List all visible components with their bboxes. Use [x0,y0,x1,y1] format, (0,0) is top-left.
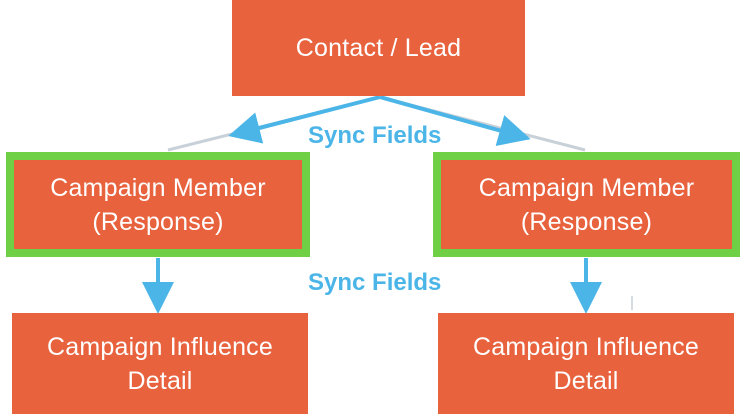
contact-lead-box: Contact / Lead [232,0,525,96]
left-campaign-influence-box: Campaign Influence Detail [12,313,308,414]
left-campaign-member-label: Campaign Member (Response) [50,173,266,236]
right-campaign-member-label: Campaign Member (Response) [478,173,695,236]
left-highlight-frame [6,152,310,257]
upper-sync-fields-label: Sync Fields [308,122,442,149]
right-campaign-influence-label: Campaign Influence Detail [473,332,699,395]
lower-sync-fields-label: Sync Fields [308,269,442,296]
right-highlight-frame [433,152,740,257]
right-campaign-influence-box: Campaign Influence Detail [438,313,734,414]
arrow-contact-to-right-member [379,95,531,146]
arrow-contact-to-left-member [228,95,381,144]
contact-lead-label: Contact / Lead [295,34,462,62]
left-campaign-influence-label: Campaign Influence Detail [47,332,273,395]
right-campaign-member-box: Campaign Member (Response) [441,160,732,249]
left-campaign-member-box: Campaign Member (Response) [14,160,302,249]
